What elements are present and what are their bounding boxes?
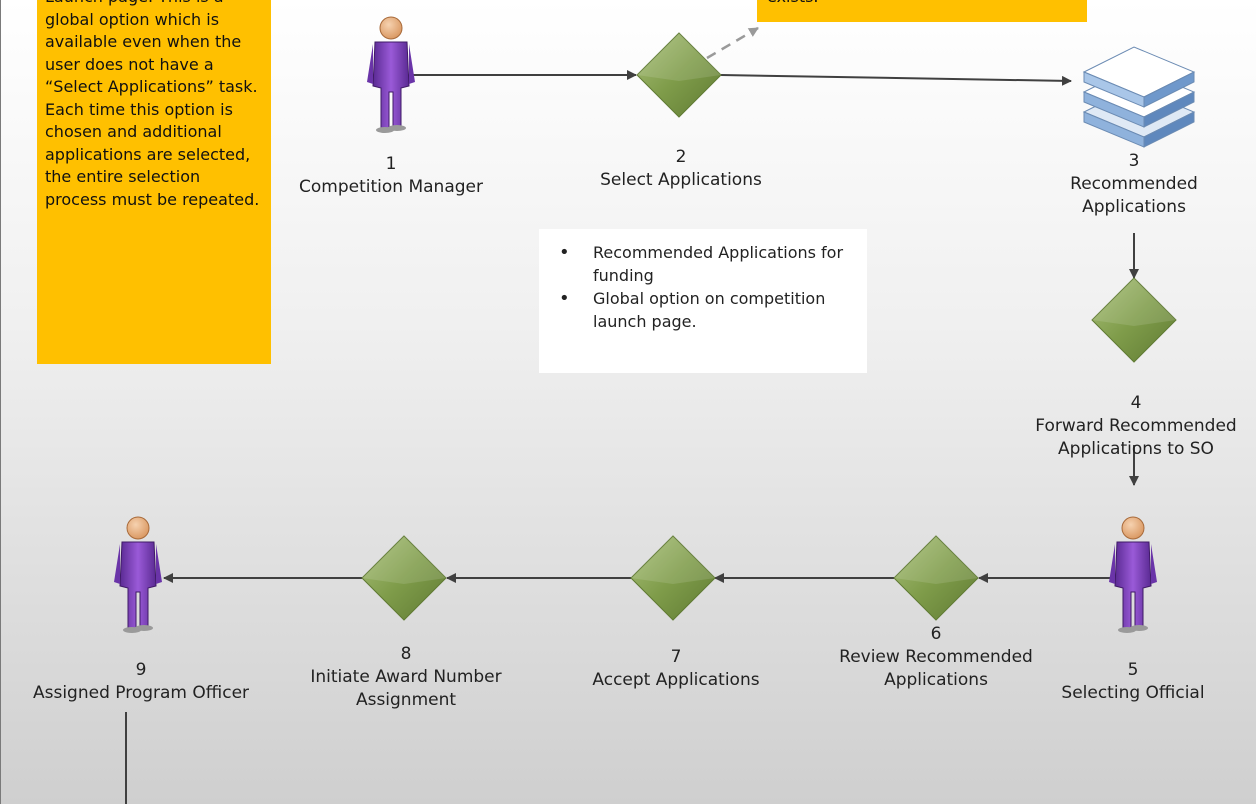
step-number: 2 — [675, 147, 687, 167]
step-name: Forward Recommended Applications to SO — [1035, 416, 1237, 459]
decision-diamond-8 — [361, 535, 447, 621]
step-name: Selecting Official — [1061, 683, 1205, 703]
step-5-label: 5 Selecting Official — [1053, 659, 1213, 705]
step-number: 8 — [400, 644, 412, 664]
step-name: Recommended Applications — [1070, 174, 1198, 217]
dashed-arrow-to-note — [706, 26, 759, 60]
documents-stack-icon — [1082, 46, 1196, 148]
decision-diamond-7 — [630, 535, 716, 621]
person-icon — [1108, 516, 1158, 634]
step-number: 6 — [930, 624, 942, 644]
person-icon — [113, 516, 163, 634]
step-7-label: 7 Accept Applications — [571, 646, 781, 692]
person-icon — [366, 16, 416, 134]
step-number: 7 — [670, 647, 682, 667]
step-number: 4 — [1130, 393, 1142, 413]
step-number: 9 — [135, 660, 147, 680]
step-name: Assigned Program Officer — [32, 683, 250, 703]
bullet-item: Recommended Applications for funding — [547, 241, 857, 287]
decision-diamond-4 — [1091, 277, 1177, 363]
decision-diamond-2 — [636, 32, 722, 118]
step-9-label: 9 Assigned Program Officer — [21, 659, 261, 705]
note-top: exists. — [757, 0, 1087, 22]
step-3-label: 3 Recommended Applications — [1054, 150, 1214, 219]
arrow-2-to-3 — [720, 74, 1072, 86]
step-name: Accept Applications — [592, 670, 760, 690]
step-name: Competition Manager — [299, 177, 483, 197]
step-name: Initiate Award Number Assignment — [310, 667, 502, 710]
step-number: 5 — [1127, 660, 1139, 680]
step-2-label: 2 Select Applications — [581, 146, 781, 192]
step-1-label: 1 Competition Manager — [271, 153, 511, 199]
step-name: Select Applications — [600, 170, 762, 190]
step-4-label: 4 Forward Recommended Applications to SO — [1016, 392, 1256, 461]
step-number: 3 — [1128, 151, 1140, 171]
step-6-label: 6 Review Recommended Applications — [831, 623, 1041, 692]
decision-diamond-6 — [893, 535, 979, 621]
bullet-item: Global option on competition launch page… — [547, 287, 857, 333]
step-8-label: 8 Initiate Award Number Assignment — [301, 643, 511, 712]
note-global-option: Launch page. This is a global option whi… — [37, 0, 271, 364]
step-number: 1 — [385, 154, 397, 174]
bullet-box: Recommended Applications for funding Glo… — [539, 229, 867, 373]
step-name: Review Recommended Applications — [839, 647, 1033, 690]
